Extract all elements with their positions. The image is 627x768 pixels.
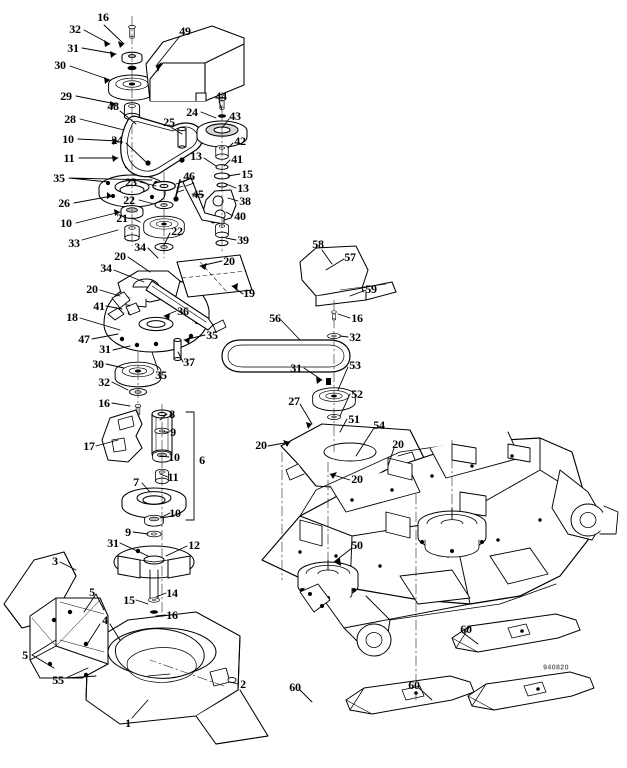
callout-16: 16 xyxy=(98,396,110,410)
callout-51: 51 xyxy=(348,412,360,426)
callout-12: 12 xyxy=(188,538,200,552)
callout-55: 55 xyxy=(52,673,64,687)
callout-60: 60 xyxy=(408,678,420,692)
callout-26: 26 xyxy=(58,196,70,210)
callout-1: 1 xyxy=(125,716,131,730)
callout-18: 18 xyxy=(66,310,78,324)
callout-15: 15 xyxy=(241,167,253,181)
callout-27: 27 xyxy=(288,394,300,408)
callout-45: 45 xyxy=(192,187,204,201)
callout-39: 39 xyxy=(237,233,249,247)
callout-34: 34 xyxy=(100,261,112,275)
callout-30: 30 xyxy=(92,357,104,371)
callout-31: 31 xyxy=(290,361,302,375)
callout-42: 42 xyxy=(234,134,246,148)
callout-48: 48 xyxy=(107,99,119,113)
callout-24: 24 xyxy=(186,105,198,119)
callout-29: 29 xyxy=(60,89,72,103)
callout-47: 47 xyxy=(78,332,90,346)
callout-31: 31 xyxy=(107,536,119,550)
callout-11: 11 xyxy=(167,470,179,484)
callout-19: 19 xyxy=(243,286,255,300)
callout-37: 37 xyxy=(183,355,195,369)
callout-9: 9 xyxy=(170,425,176,439)
callout-24: 24 xyxy=(111,133,123,147)
callout-33: 33 xyxy=(68,236,80,250)
callout-10: 10 xyxy=(62,132,74,146)
callout-2: 2 xyxy=(240,677,246,691)
callout-23: 23 xyxy=(125,175,137,189)
callout-32: 32 xyxy=(349,330,361,344)
callout-20: 20 xyxy=(114,249,126,263)
callout-56: 56 xyxy=(269,311,281,325)
callout-32: 32 xyxy=(69,22,81,36)
callout-10: 10 xyxy=(169,506,181,520)
callout-49: 49 xyxy=(179,24,191,38)
callout-31: 31 xyxy=(99,342,111,356)
callout-16: 16 xyxy=(97,10,109,24)
callout-8: 8 xyxy=(169,407,175,421)
callout-16: 16 xyxy=(351,311,363,325)
callout-30: 30 xyxy=(54,58,66,72)
callout-22: 22 xyxy=(171,224,183,238)
callout-4: 4 xyxy=(102,613,108,627)
callout-20: 20 xyxy=(392,437,404,451)
callout-11: 11 xyxy=(63,151,75,165)
callout-13: 13 xyxy=(237,181,249,195)
callout-20: 20 xyxy=(86,282,98,296)
callout-21: 21 xyxy=(116,211,128,225)
callout-14: 14 xyxy=(166,586,178,600)
callout-16: 16 xyxy=(166,608,178,622)
callout-50: 50 xyxy=(351,538,363,552)
callout-31: 31 xyxy=(67,41,79,55)
callout-59: 59 xyxy=(365,282,377,296)
callout-54: 54 xyxy=(373,418,385,432)
callout-5: 5 xyxy=(22,648,28,662)
callout-35: 35 xyxy=(155,368,167,382)
callout-3: 3 xyxy=(52,554,58,568)
callout-52: 52 xyxy=(351,387,363,401)
callout-15: 15 xyxy=(123,593,135,607)
callout-9: 9 xyxy=(125,525,131,539)
callout-57: 57 xyxy=(344,250,356,264)
callout-22: 22 xyxy=(123,193,135,207)
callout-5: 5 xyxy=(89,585,95,599)
callout-28: 28 xyxy=(64,112,76,126)
callout-41: 41 xyxy=(93,299,105,313)
callout-13: 13 xyxy=(190,149,202,163)
callout-20: 20 xyxy=(255,438,267,452)
callout-20: 20 xyxy=(351,472,363,486)
callout-38: 38 xyxy=(239,194,251,208)
callout-6: 6 xyxy=(199,453,205,467)
callout-10: 10 xyxy=(60,216,72,230)
callout-34: 34 xyxy=(134,240,146,254)
callout-40: 40 xyxy=(234,209,246,223)
callout-25: 25 xyxy=(163,115,175,129)
callout-20: 20 xyxy=(223,254,235,268)
callout-60: 60 xyxy=(460,622,472,636)
callout-43: 43 xyxy=(229,109,241,123)
callout-17: 17 xyxy=(83,439,95,453)
callout-44: 44 xyxy=(215,89,227,103)
callout-35: 35 xyxy=(206,328,218,342)
callout-32: 32 xyxy=(98,375,110,389)
callout-60: 60 xyxy=(289,680,301,694)
callout-7: 7 xyxy=(133,475,139,489)
callout-58: 58 xyxy=(312,237,324,251)
callout-41: 41 xyxy=(231,152,243,166)
callout-10: 10 xyxy=(168,450,180,464)
callout-36: 36 xyxy=(177,304,189,318)
drawing-code-label: 940820 xyxy=(543,664,569,672)
callout-35: 35 xyxy=(53,171,65,185)
callout-46: 46 xyxy=(183,169,195,183)
callout-53: 53 xyxy=(349,358,361,372)
